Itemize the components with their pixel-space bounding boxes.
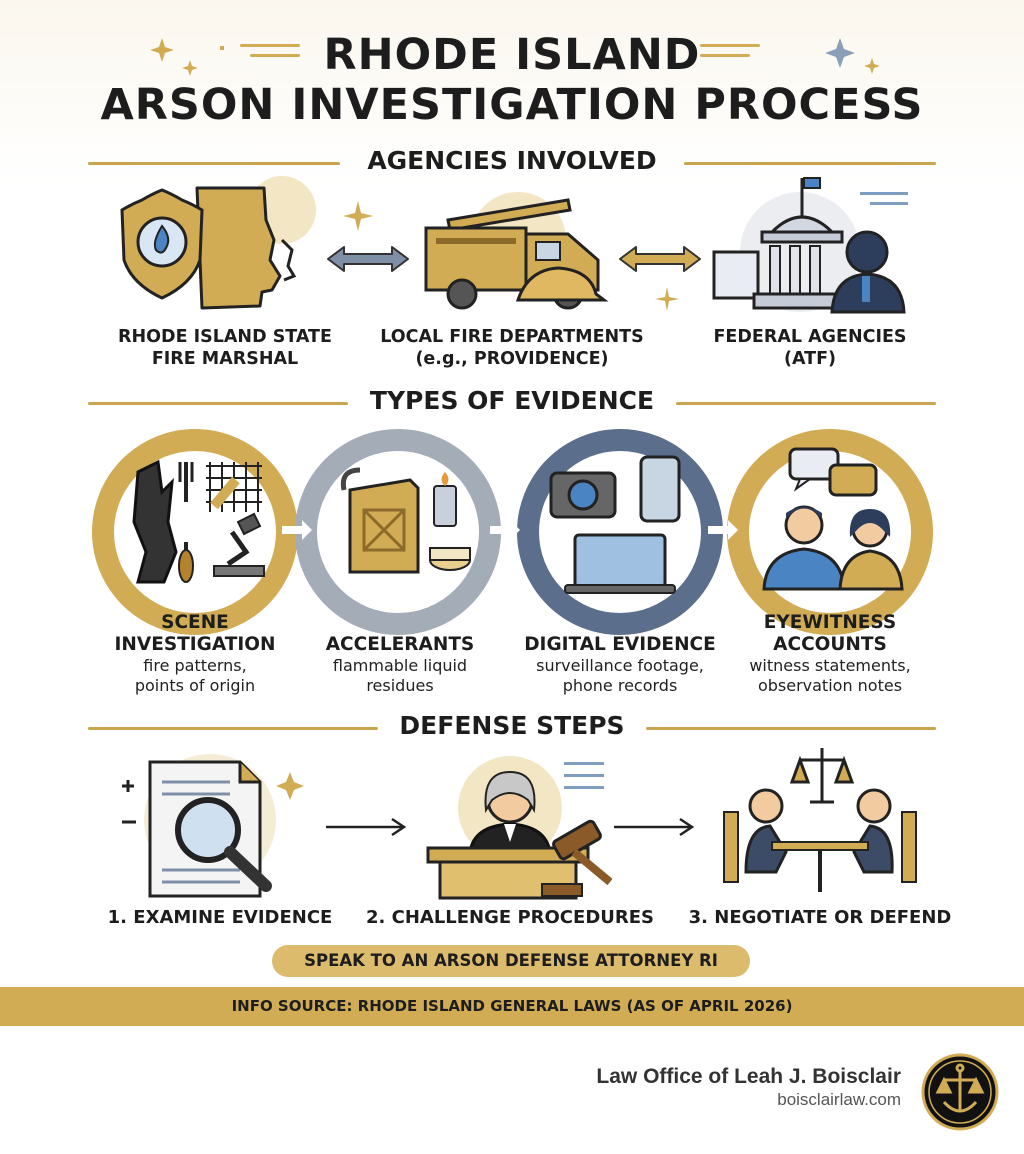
sparkle-icon bbox=[655, 287, 679, 311]
fire-truck-icon bbox=[424, 192, 609, 310]
agency-caption-local-fire-departments: LOCAL FIRE DEPARTMENTS (e.g., PROVIDENCE… bbox=[380, 327, 644, 369]
cta-speak-to-attorney[interactable]: SPEAK TO AN ARSON DEFENSE ATTORNEY RI bbox=[272, 945, 750, 977]
agency-caption-state-fire-marshal: RHODE ISLAND STATE FIRE MARSHAL bbox=[118, 327, 332, 369]
magnifier-document-icon bbox=[122, 754, 304, 898]
title-decoration-right bbox=[700, 38, 880, 74]
anchor-scales-logo-icon bbox=[921, 1053, 999, 1131]
info-source-bar: INFO SOURCE: RHODE ISLAND GENERAL LAWS (… bbox=[0, 987, 1024, 1026]
defense-step-1: 1. EXAMINE EVIDENCE bbox=[107, 907, 333, 928]
fire-marshal-badge-icon bbox=[120, 176, 316, 310]
arrow-left-right-1 bbox=[327, 246, 409, 272]
arrow-left-right-2 bbox=[619, 246, 701, 272]
infographic: RHODE ISLAND ARSON INVESTIGATION PROCESS… bbox=[0, 0, 1024, 1030]
title-decoration-left bbox=[150, 38, 300, 76]
witnesses-icon bbox=[762, 447, 904, 591]
section-agencies-title: AGENCIES INVOLVED bbox=[367, 146, 657, 175]
evidence-title-eyewitness: EYEWITNESS ACCOUNTS bbox=[763, 612, 897, 655]
section-defense-title: DEFENSE STEPS bbox=[399, 711, 625, 740]
negotiation-table-icon bbox=[723, 748, 917, 892]
firm-website[interactable]: boisclairlaw.com bbox=[777, 1090, 901, 1109]
title-line-1: RHODE ISLAND bbox=[323, 30, 701, 80]
evidence-desc-eyewitness: witness statements, observation notes bbox=[749, 656, 911, 695]
section-defense: DEFENSE STEPS bbox=[0, 711, 1024, 745]
section-evidence-title: TYPES OF EVIDENCE bbox=[369, 386, 655, 415]
section-agencies: AGENCIES INVOLVED bbox=[0, 146, 1024, 180]
firm-name: Law Office of Leah J. Boisclair bbox=[596, 1065, 901, 1088]
title-line-2: ARSON INVESTIGATION PROCESS bbox=[100, 80, 924, 130]
defense-step-3: 3. NEGOTIATE OR DEFEND bbox=[688, 907, 952, 928]
agency-caption-federal-agencies: FEDERAL AGENCIES (ATF) bbox=[713, 327, 907, 369]
evidence-title-digital: DIGITAL EVIDENCE bbox=[524, 634, 716, 655]
evidence-desc-scene-investigation: fire patterns, points of origin bbox=[134, 656, 256, 695]
evidence-title-accelerants: ACCELERANTS bbox=[325, 634, 475, 655]
gas-can-icon bbox=[340, 467, 471, 574]
devices-icon bbox=[549, 455, 681, 594]
evidence-title-scene-investigation: SCENE INVESTIGATION bbox=[114, 612, 276, 655]
evidence-desc-digital: surveillance footage, phone records bbox=[536, 656, 704, 695]
sparkle-icon bbox=[343, 201, 373, 231]
judge-gavel-icon bbox=[426, 756, 613, 900]
section-evidence: TYPES OF EVIDENCE bbox=[0, 386, 1024, 420]
arrow-right-1 bbox=[326, 817, 407, 837]
scene-investigation-icon bbox=[132, 459, 265, 584]
evidence-desc-accelerants: flammable liquid residues bbox=[332, 656, 468, 695]
federal-building-icon bbox=[712, 177, 908, 314]
evidence-chain-rings bbox=[92, 429, 933, 635]
arrow-right-2 bbox=[614, 817, 695, 837]
defense-step-2: 2. CHALLENGE PROCEDURES bbox=[365, 907, 654, 928]
